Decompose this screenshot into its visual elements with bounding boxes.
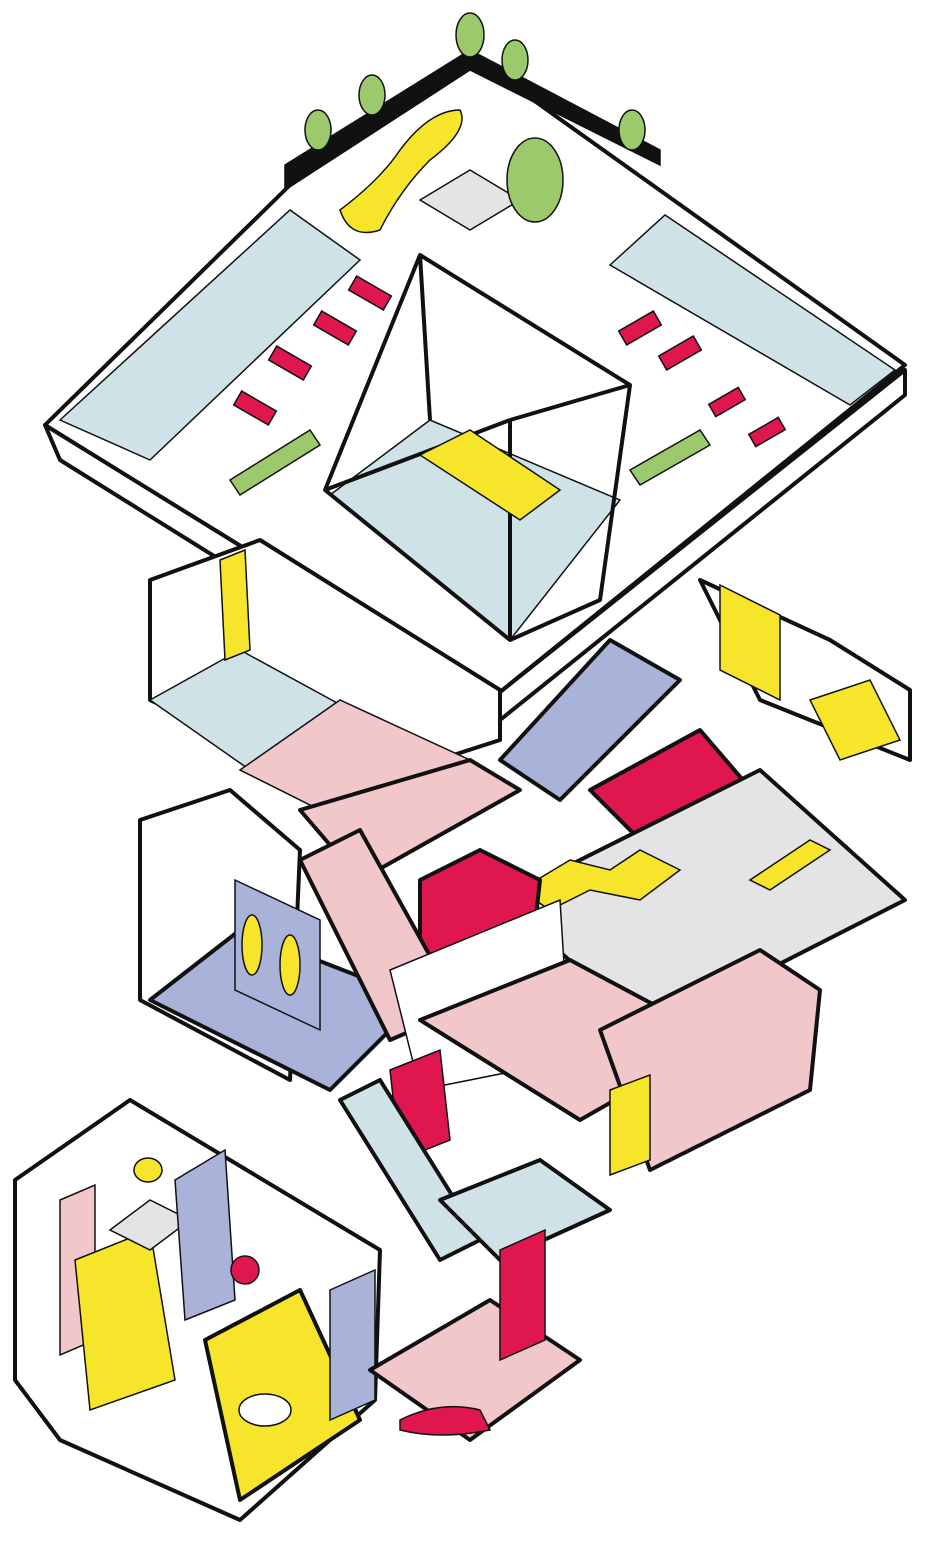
glass-pavilion bbox=[228, 253, 712, 642]
yellow-bench bbox=[748, 839, 832, 891]
terrace-left bbox=[58, 209, 362, 461]
lounger bbox=[347, 275, 393, 311]
yellow-stripe-wall bbox=[219, 548, 251, 662]
red-rug bbox=[399, 1405, 492, 1436]
white-table bbox=[238, 1393, 292, 1427]
yellow-sofa bbox=[808, 679, 902, 761]
planter-green bbox=[228, 428, 322, 497]
lounger bbox=[312, 310, 358, 346]
lower-floor bbox=[13, 1098, 582, 1522]
ball-chair bbox=[230, 1255, 260, 1285]
lounger bbox=[267, 345, 313, 381]
red-door bbox=[499, 1228, 546, 1362]
tree bbox=[618, 109, 646, 151]
purple-bookshelf bbox=[329, 1268, 376, 1422]
lounger bbox=[747, 416, 787, 448]
trees bbox=[304, 12, 646, 223]
middle-floor bbox=[138, 788, 822, 1262]
pavilion-post bbox=[418, 254, 432, 421]
yellow-door bbox=[241, 914, 263, 976]
yellow-room bbox=[74, 1228, 176, 1412]
pavilion-frame bbox=[323, 253, 632, 642]
yellow-reading-floor bbox=[203, 1288, 362, 1502]
yellow-bench bbox=[518, 849, 682, 911]
yellow-curtain bbox=[719, 583, 781, 702]
pavilion-beam bbox=[509, 383, 631, 422]
blue-deck bbox=[498, 638, 682, 802]
upper-floor bbox=[148, 538, 912, 1032]
yellow-bench bbox=[339, 109, 463, 234]
lounger bbox=[657, 335, 703, 371]
blue-landing bbox=[438, 1158, 612, 1262]
purple-partition bbox=[174, 1148, 236, 1322]
red-loungers bbox=[232, 275, 787, 448]
pavilion-beam bbox=[324, 418, 511, 492]
tree bbox=[304, 109, 332, 151]
tree bbox=[358, 74, 386, 116]
lounger bbox=[707, 386, 747, 418]
terrace-right bbox=[608, 214, 897, 406]
hanging-lamp bbox=[133, 1157, 163, 1183]
tree bbox=[501, 39, 529, 81]
planter-green bbox=[628, 429, 712, 486]
lounger bbox=[617, 310, 663, 346]
planter-yellow bbox=[418, 429, 562, 521]
tree bbox=[455, 12, 485, 58]
tree bbox=[506, 137, 564, 223]
yellow-panel bbox=[609, 1073, 651, 1177]
yellow-door bbox=[279, 934, 301, 996]
lounger bbox=[232, 390, 278, 426]
